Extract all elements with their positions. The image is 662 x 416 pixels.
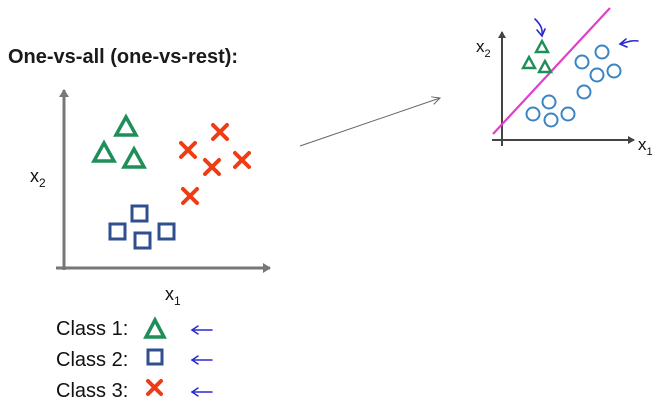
legend-class3-label: Class 3: xyxy=(56,380,129,402)
class3-cross-point xyxy=(181,187,199,205)
inset-plot: x2 x1 xyxy=(476,7,653,158)
class3-cross-point xyxy=(203,158,221,176)
main-x-axis-label: x1 xyxy=(165,284,181,308)
inset-x-axis-letter: x xyxy=(638,135,647,154)
inset-circle-annotation-arrow xyxy=(618,38,639,48)
main-y-axis-label: x2 xyxy=(30,166,46,190)
pointer-arrow xyxy=(299,98,440,147)
inset-triangle-point xyxy=(536,58,554,74)
inset-y-axis-subscript: 2 xyxy=(485,48,491,60)
class1-triangle-point xyxy=(91,139,117,163)
inset-circle-point xyxy=(525,106,541,122)
main-y-axis-subscript: 2 xyxy=(39,176,46,190)
inset-circle-point xyxy=(606,63,622,79)
legend-class2: Class 2: xyxy=(56,349,128,372)
inset-triangle-annotation-arrow xyxy=(534,18,546,38)
legend-arrow-icon xyxy=(190,387,213,397)
main-x-axis-letter: x xyxy=(165,284,174,304)
inset-triangle-point xyxy=(520,54,538,70)
inset-circle-point xyxy=(574,54,590,70)
class3-cross-point xyxy=(233,151,251,169)
inset-x-axis-label: x1 xyxy=(638,135,653,158)
class2-square-point xyxy=(130,204,149,223)
inset-circle-point xyxy=(560,106,576,122)
slide-title: One-vs-all (one-vs-rest): xyxy=(8,46,239,68)
inset-circle-point xyxy=(543,112,559,128)
inset-circle-point xyxy=(541,94,557,110)
class1-triangle-point xyxy=(121,145,147,169)
class2-square-point xyxy=(133,231,152,250)
inset-x-axis-subscript: 1 xyxy=(647,146,653,158)
inset-circle-point xyxy=(576,84,592,100)
square-icon xyxy=(146,348,164,366)
main-x-axis-subscript: 1 xyxy=(174,294,181,308)
main-plot: x2 x1 xyxy=(30,89,271,308)
legend-arrow-icon xyxy=(190,355,213,365)
legend-arrow-icon xyxy=(190,325,213,335)
legend-markers xyxy=(143,316,213,397)
cross-icon xyxy=(146,379,163,396)
inset-circle-point xyxy=(589,67,605,83)
legend-class2-label: Class 2: xyxy=(56,349,129,371)
class1-triangle-point xyxy=(113,113,139,137)
triangle-icon xyxy=(143,316,167,339)
inset-y-axis-label: x2 xyxy=(476,37,491,60)
class3-cross-point xyxy=(179,141,197,159)
class2-square-point xyxy=(108,222,127,241)
inset-y-axis-letter: x xyxy=(476,37,485,56)
legend-class1: Class 1: xyxy=(56,318,128,341)
main-y-axis-letter: x xyxy=(30,166,39,186)
inset-circle-point xyxy=(594,44,610,60)
class2-square-point xyxy=(157,222,176,241)
legend-class1-label: Class 1: xyxy=(56,318,129,340)
class3-cross-point xyxy=(211,123,229,141)
legend-class3: Class 3: xyxy=(56,380,128,403)
inset-triangle-point xyxy=(533,38,551,54)
